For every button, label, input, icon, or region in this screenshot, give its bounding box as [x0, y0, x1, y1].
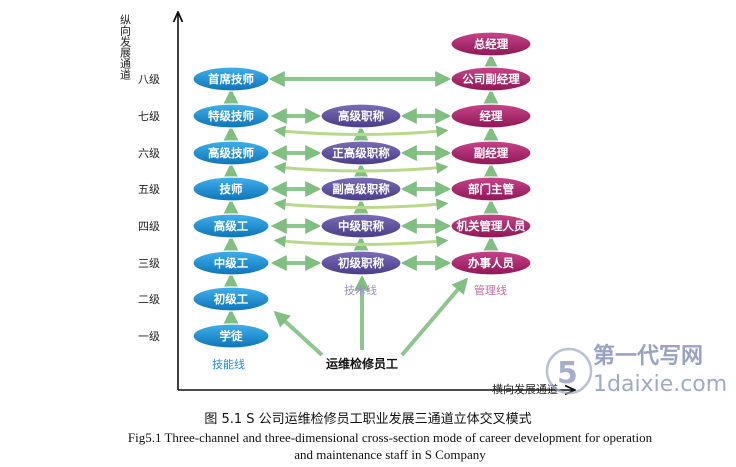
- level-label: 一级: [138, 330, 160, 343]
- svg-text:公司副经理: 公司副经理: [462, 72, 520, 86]
- horizontal-axis-label: 横向发展通道: [492, 382, 558, 396]
- cross-arc-arrow: [273, 161, 449, 174]
- mgmt-node: 公司副经理: [450, 66, 532, 92]
- svg-text:经理: 经理: [480, 109, 503, 123]
- level-label: 七级: [138, 110, 160, 123]
- svg-text:高级工: 高级工: [214, 219, 249, 233]
- mgmt-track-label: 管理线: [474, 283, 507, 297]
- svg-text:5: 5: [557, 356, 578, 391]
- svg-text:副经理: 副经理: [474, 146, 509, 160]
- vertical-axis-label: 纵向发展通道: [119, 14, 132, 80]
- figure-caption-english: Fig5.1 Three-channel and three-dimension…: [90, 429, 690, 463]
- svg-text:初级工: 初级工: [214, 292, 249, 306]
- level-label: 五级: [138, 183, 160, 196]
- figure-caption-chinese: 图 5.1 S 公司运维检修员工职业发展三通道立体交叉模式: [204, 412, 532, 427]
- mgmt-node: 副经理: [450, 140, 532, 166]
- tech-node: 副高级职称: [320, 176, 402, 202]
- level-label: 六级: [138, 147, 160, 160]
- mgmt-node: 机关管理人员: [450, 213, 532, 239]
- cross-arc-arrow: [273, 125, 449, 138]
- svg-text:部门主管: 部门主管: [468, 182, 514, 196]
- svg-text:技师: 技师: [220, 182, 243, 196]
- svg-text:中级职称: 中级职称: [338, 219, 384, 233]
- mgmt-node: 部门主管: [450, 176, 532, 202]
- level-label: 八级: [138, 73, 160, 86]
- svg-text:正高级职称: 正高级职称: [332, 146, 390, 160]
- origin-label: 运维检修员工: [326, 356, 398, 371]
- watermark-chinese: 第一代写网: [593, 343, 703, 369]
- svg-text:副高级职称: 副高级职称: [332, 182, 390, 196]
- cross-arc-arrow: [273, 198, 449, 211]
- connectors: [223, 53, 499, 357]
- cross-arc-arrow: [273, 235, 449, 248]
- skill-node: 初级工: [192, 286, 270, 312]
- svg-text:办事人员: 办事人员: [468, 256, 514, 270]
- svg-text:初级职称: 初级职称: [338, 256, 384, 270]
- skill-node: 学徒: [192, 323, 270, 349]
- mgmt-node: 总经理: [450, 31, 532, 57]
- skill-node: 首席技师: [192, 66, 270, 92]
- figure-caption-english-line2: and maintenance staff in S Company: [294, 447, 486, 462]
- origin-arrow: [273, 310, 324, 357]
- skill-track-label: 技能线: [212, 357, 245, 371]
- tech-node: 中级职称: [320, 213, 402, 239]
- svg-text:高级职称: 高级职称: [338, 109, 384, 123]
- mgmt-node: 经理: [450, 103, 532, 129]
- origin-arrow: [400, 277, 469, 357]
- svg-text:总经理: 总经理: [474, 37, 509, 51]
- skill-node: 特级技师: [192, 103, 270, 129]
- skill-node: 高级工: [192, 213, 270, 239]
- skill-node: 技师: [192, 176, 270, 202]
- skill-node: 中级工: [192, 250, 270, 276]
- svg-text:学徒: 学徒: [220, 329, 243, 343]
- svg-text:中级工: 中级工: [214, 256, 249, 270]
- mgmt-node: 办事人员: [450, 250, 532, 276]
- tech-node: 高级职称: [320, 103, 402, 129]
- level-label: 三级: [138, 257, 160, 270]
- tech-track-label: 技术线: [344, 283, 377, 297]
- figure-caption-english-line1: Fig5.1 Three-channel and three-dimension…: [127, 430, 653, 445]
- watermark-logo: 5 第一代写网 1daixie.com: [545, 343, 727, 397]
- svg-text:特级技师: 特级技师: [208, 109, 254, 123]
- svg-text:高级技师: 高级技师: [208, 146, 254, 160]
- svg-text:机关管理人员: 机关管理人员: [457, 219, 526, 233]
- level-label: 二级: [138, 293, 160, 306]
- level-label: 四级: [138, 220, 160, 233]
- watermark-latin: 1daixie.com: [593, 372, 727, 397]
- svg-text:首席技师: 首席技师: [208, 72, 254, 86]
- tech-node: 正高级职称: [320, 140, 402, 166]
- skill-node: 高级技师: [192, 140, 270, 166]
- tech-node: 初级职称: [320, 250, 402, 276]
